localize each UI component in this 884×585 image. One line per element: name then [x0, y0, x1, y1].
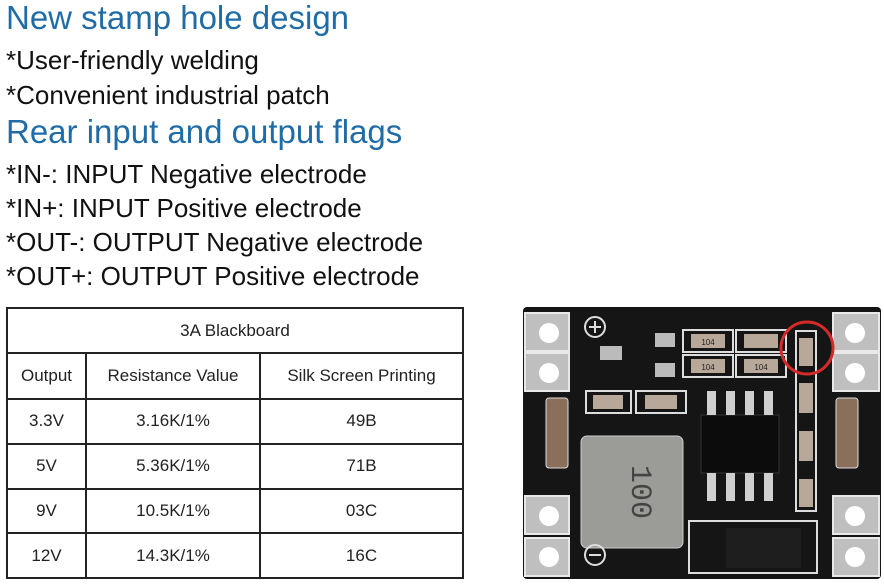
- feature-line: *User-friendly welding: [6, 45, 259, 75]
- minus-mark-icon: [584, 544, 606, 566]
- header-output: Output: [6, 352, 87, 400]
- resistor-marking: 104: [701, 338, 715, 347]
- plus-mark-icon: [584, 316, 606, 338]
- flag-line: *OUT+: OUTPUT Positive electrode: [6, 261, 420, 291]
- heading-stamp-hole: New stamp hole design: [6, 0, 350, 36]
- cell: 49B: [259, 398, 464, 445]
- cell: 5V: [6, 442, 87, 490]
- cell: 03C: [259, 487, 464, 535]
- cell: 14.3K/1%: [85, 532, 261, 579]
- cell: 3.16K/1%: [85, 398, 261, 445]
- header-silk: Silk Screen Printing: [259, 352, 464, 400]
- table-title: 3A Blackboard: [6, 307, 464, 354]
- cell: 9V: [6, 487, 87, 535]
- capacitor: [545, 397, 569, 469]
- inductor-marking: 100: [622, 465, 656, 519]
- ic-chip: [700, 414, 780, 474]
- resistance-table: 3A Blackboard Output Resistance Value Si…: [6, 307, 464, 579]
- cell: 16C: [259, 532, 464, 579]
- pcb-board-photo: 100 104 104 104: [523, 307, 881, 579]
- feature-line: *Convenient industrial patch: [6, 80, 330, 110]
- cell: 71B: [259, 442, 464, 490]
- flag-line: *IN-: INPUT Negative electrode: [6, 159, 367, 189]
- header-resistance: Resistance Value: [85, 352, 261, 400]
- highlight-circle: [779, 320, 835, 376]
- cell: 5.36K/1%: [85, 442, 261, 490]
- capacitor: [835, 397, 859, 469]
- flag-line: *IN+: INPUT Positive electrode: [6, 193, 362, 223]
- cell: 3.3V: [6, 398, 87, 445]
- diode: [726, 528, 801, 568]
- stamp-holes: [524, 312, 880, 577]
- flag-line: *OUT-: OUTPUT Negative electrode: [6, 227, 424, 257]
- inductor: [580, 435, 684, 549]
- resistor-marking: 104: [701, 363, 715, 372]
- cell: 10.5K/1%: [85, 487, 261, 535]
- heading-flags: Rear input and output flags: [6, 113, 403, 150]
- resistor-marking: 104: [754, 363, 768, 372]
- cell: 12V: [6, 532, 87, 579]
